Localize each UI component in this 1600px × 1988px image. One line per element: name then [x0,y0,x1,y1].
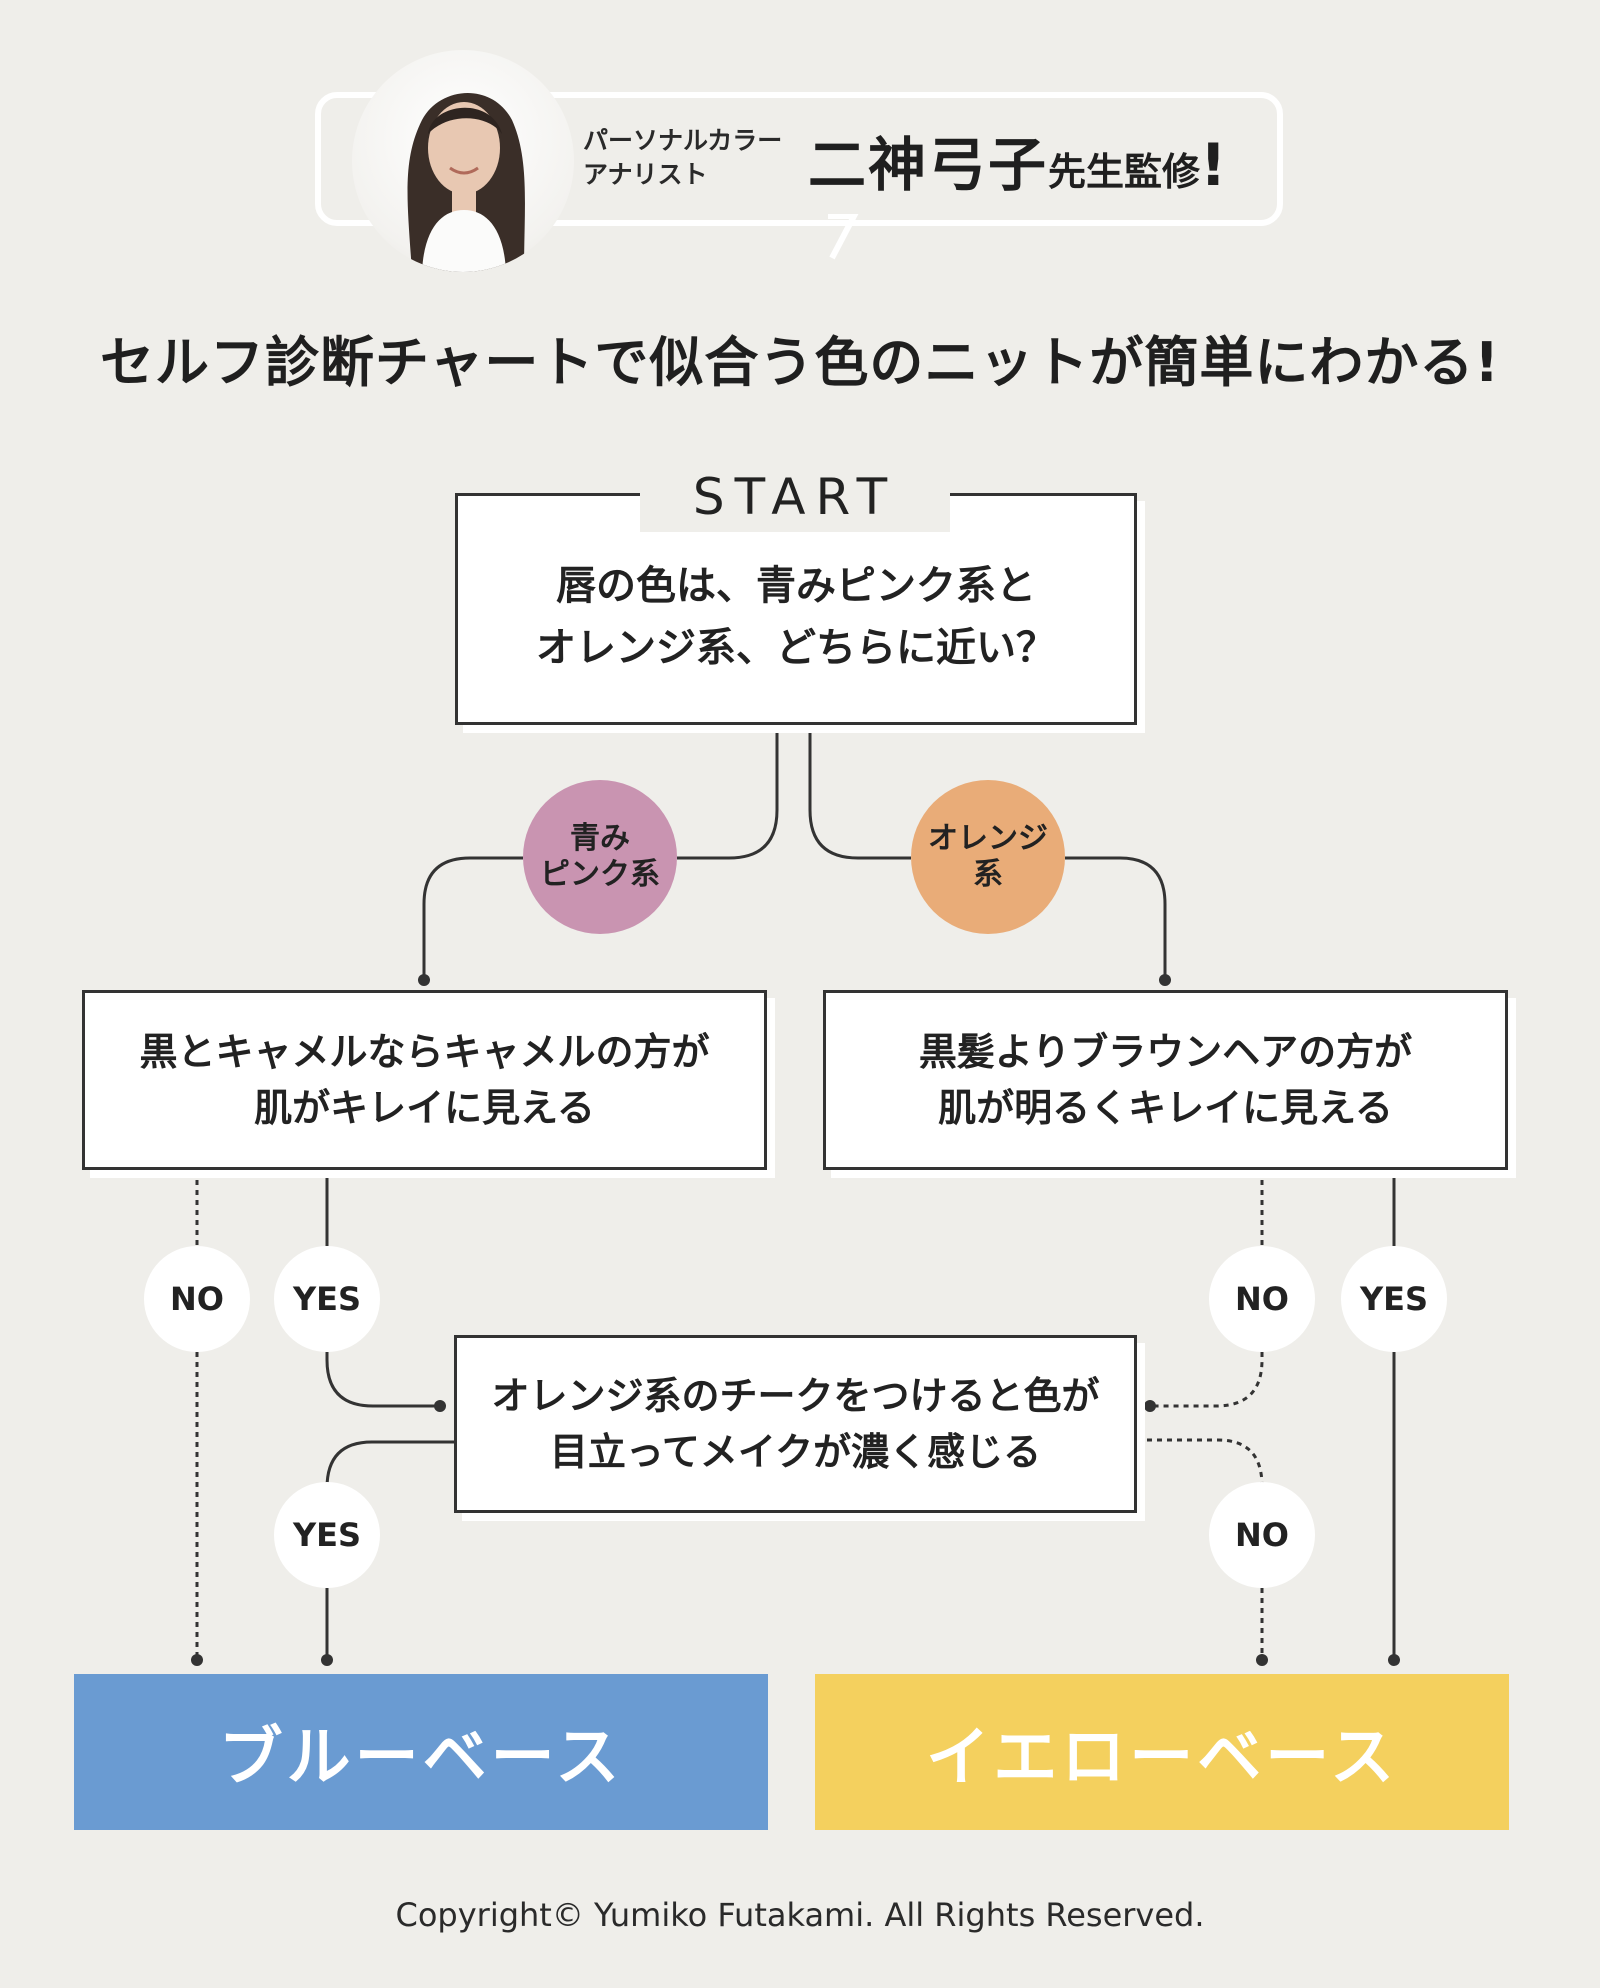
supervisor-credit: 二神弓子先生監修! [808,118,1226,202]
connector-start-orange [808,725,911,860]
connector-mid-yes-top [325,1440,454,1489]
avatar [352,50,574,272]
answer-no-left: NO [144,1246,250,1352]
connector-right-no-mid [1152,1352,1264,1408]
branch-blue-pink: 青み ピンク系 [523,780,677,934]
branch-orange-line-1: オレンジ [928,821,1048,856]
endpoint-dot [1159,974,1171,986]
start-question-line-1: 唇の色は、青みピンク系と [556,563,1036,609]
endpoint-dot [418,974,430,986]
page-headline: セルフ診断チャートで似合う色のニットが簡単にわかる! [99,331,1501,394]
right-question-line-1: 黒髪よりブラウンヘアの方が [918,1030,1413,1074]
left-question-box: 黒とキャメルならキャメルの方が 肌がキレイに見える [82,990,767,1170]
result-yellow-base: イエローベース [815,1674,1509,1830]
start-label: START [640,462,950,532]
branch-orange: オレンジ 系 [911,780,1065,934]
endpoint-dot [1256,1654,1268,1666]
right-question-box: 黒髪よりブラウンヘアの方が 肌が明るくキレイに見える [823,990,1508,1170]
middle-question-line-1: オレンジ系のチークをつけると色が [491,1374,1100,1418]
endpoint-dot [321,1654,333,1666]
connector-pink-left [422,856,523,980]
answer-yes-left: YES [274,1246,380,1352]
copyright-notice: Copyright© Yumiko Futakami. All Rights R… [395,1896,1205,1934]
start-question-line-2: オレンジ系、どちらに近い？ [536,625,1056,671]
middle-question-line-2: 目立ってメイクが濃く感じる [549,1430,1042,1474]
result-blue-base: ブルーベース [74,1674,768,1830]
connector-left-yes-mid [325,1352,438,1408]
speech-bubble-tail [828,214,859,260]
endpoint-dot [434,1400,446,1412]
right-question-line-2: 肌が明るくキレイに見える [938,1086,1393,1130]
endpoint-dot [1388,1654,1400,1666]
branch-pink-line-1: 青み [570,821,630,856]
connector-orange-right [1065,856,1167,980]
supervisor-name: 二神弓子 [808,131,1049,199]
endpoint-dot [1144,1400,1156,1412]
middle-question-box: オレンジ系のチークをつけると色が 目立ってメイクが濃く感じる [454,1335,1137,1513]
supervisor-suffix: 先生監修 [1048,150,1201,194]
branch-orange-line-2: 系 [973,857,1003,892]
branch-pink-line-2: ピンク系 [540,857,660,892]
role-line-2: アナリスト [583,160,708,189]
answer-yes-middle: YES [274,1482,380,1588]
answer-no-right: NO [1209,1246,1315,1352]
connector-mid-no-top [1137,1438,1264,1487]
answer-no-middle: NO [1209,1482,1315,1588]
endpoint-dot [191,1654,203,1666]
connector-start-pink [677,725,779,860]
portrait-icon [407,92,525,272]
answer-yes-right: YES [1341,1246,1447,1352]
supervisor-exclaim: ! [1200,131,1227,199]
left-question-line-1: 黒とキャメルならキャメルの方が [139,1030,710,1074]
left-question-line-2: 肌がキレイに見える [254,1086,595,1130]
role-line-1: パーソナルカラー [583,126,783,155]
speech-bubble [315,92,1283,226]
supervisor-role: パーソナルカラー アナリスト [583,124,793,192]
